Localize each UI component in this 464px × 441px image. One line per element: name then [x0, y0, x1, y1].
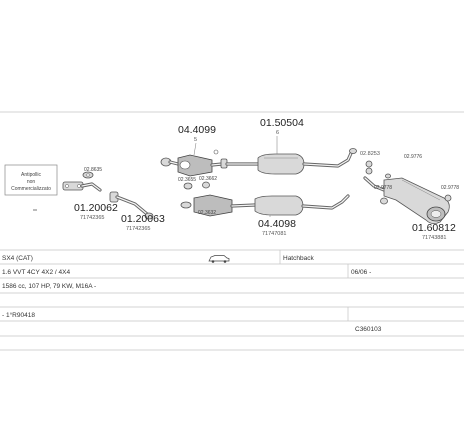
- part-sub-6: 71747081: [262, 231, 286, 237]
- part-sub-5: 71742365: [126, 226, 150, 232]
- info-body-type: Hatchback: [283, 255, 314, 262]
- small-label-2: 02.3655: [178, 177, 196, 183]
- part-sub-4: 71742365: [80, 215, 104, 221]
- small-label-6: 02.9778: [441, 185, 459, 191]
- part-number-5: 01.20063: [121, 213, 165, 225]
- info-model: SX4 (CAT): [2, 255, 33, 262]
- part-number-6: 04.4098: [258, 218, 296, 230]
- lower-catalytic-assembly: [180, 194, 350, 217]
- small-label-7: 02.9776: [404, 154, 422, 160]
- part-number-7: 01.60812: [412, 222, 456, 234]
- part-number-1: 04.4099: [178, 124, 216, 136]
- clamp-group-middle: [183, 160, 373, 190]
- small-label-1: 02.8635: [84, 167, 102, 173]
- notice-line-1: Antipollic: [21, 172, 42, 178]
- notice-box: Antipollic non Commercializzato: [4, 164, 58, 196]
- part-sub-7: 71743881: [422, 235, 446, 241]
- rear-silencer: [363, 173, 452, 224]
- info-date: 06/06 -: [351, 269, 371, 276]
- info-code: - 1°R90418: [2, 311, 35, 319]
- leader-1: [193, 142, 197, 156]
- part-sub-1: 5: [194, 137, 197, 143]
- notice-line-2: non: [27, 179, 36, 185]
- part-number-4: 01.20062: [74, 202, 118, 214]
- part-number-2: 01.50504: [260, 117, 304, 129]
- centre-silencer-upper: [225, 148, 357, 175]
- info-engine: 1.6 VVT 4CY 4X2 / 4X4: [2, 269, 70, 276]
- info-spec: 1586 cc, 107 HP, 79 KW, M16A -: [2, 283, 96, 290]
- part-sub-2: 6: [276, 130, 279, 136]
- vehicle-info-table: [0, 249, 464, 351]
- small-label-4: 02.3632: [198, 210, 216, 216]
- info-reference: C360103: [355, 326, 382, 333]
- notice-line-3: Commercializzato: [11, 186, 51, 192]
- front-pipe-assembly: [62, 171, 102, 192]
- catalytic-converter: [160, 149, 228, 177]
- small-label-5: 02.9778: [374, 185, 392, 191]
- intermediate-pipe-assembly: [109, 191, 154, 220]
- car-body-icon: [208, 255, 230, 263]
- small-label-3: 02.3662: [199, 176, 217, 182]
- part-number-3: 02.8253: [360, 151, 380, 157]
